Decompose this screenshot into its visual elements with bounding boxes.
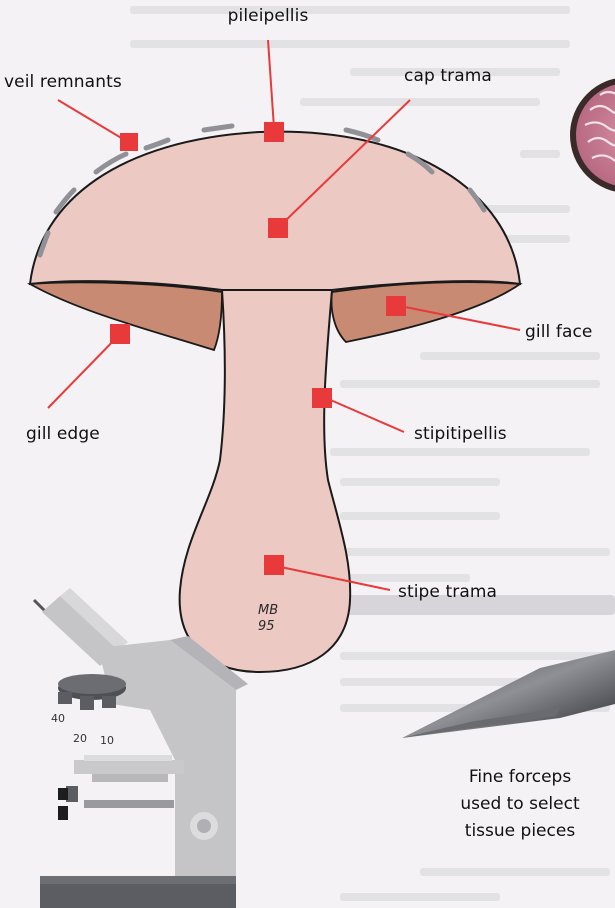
- label-cap-trama: cap trama: [404, 66, 492, 86]
- marker-gill-face: [386, 296, 406, 316]
- label-gill-edge: gill edge: [26, 424, 100, 444]
- leader-pileipellis: [268, 40, 274, 128]
- marker-gill-edge: [110, 324, 130, 344]
- gill-section-circle: [570, 77, 615, 193]
- forceps-caption-line-3: tissue pieces: [435, 818, 605, 845]
- label-pileipellis: pileipellis: [228, 6, 309, 26]
- label-stipe-trama: stipe trama: [398, 582, 497, 602]
- marker-stipe-trama: [264, 555, 284, 575]
- marker-pileipellis: [264, 122, 284, 142]
- label-gill-face: gill face: [525, 322, 592, 342]
- label-veil-remnants: veil remnants: [4, 72, 122, 92]
- forceps-illustration: [402, 650, 615, 738]
- label-stipitipellis: stipitipellis: [414, 424, 507, 444]
- leader-veil-remnants: [58, 100, 128, 142]
- cap-shape: [30, 132, 520, 290]
- specimen-mark-letters: MB: [258, 603, 278, 618]
- marker-veil-remnants: [120, 133, 138, 151]
- forceps-caption-line-2: used to select: [435, 791, 605, 818]
- objective-label-10: 10: [100, 734, 114, 747]
- leader-stipitipellis: [326, 398, 404, 432]
- objective-label-20: 20: [73, 732, 87, 745]
- specimen-mark-number: 95: [258, 619, 275, 634]
- marker-stipitipellis: [312, 388, 332, 408]
- marker-cap-trama: [268, 218, 288, 238]
- forceps-caption: Fine forceps used to select tissue piece…: [435, 764, 605, 845]
- forceps-caption-line-1: Fine forceps: [435, 764, 605, 791]
- objective-label-40: 40: [51, 712, 65, 725]
